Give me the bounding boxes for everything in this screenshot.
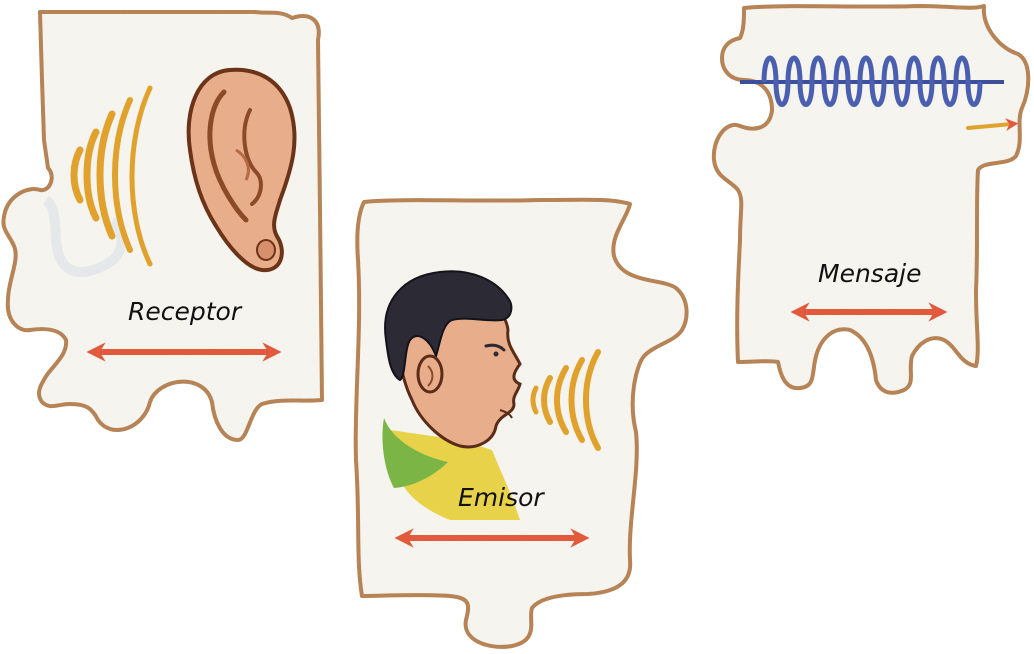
receptor-label: Receptor: [128, 297, 243, 326]
receptor-piece: Receptor: [3, 12, 322, 440]
emisor-label: Emisor: [458, 483, 545, 512]
emisor-piece: Emisor: [356, 200, 687, 647]
mensaje-piece: Mensaje: [714, 6, 1028, 393]
mensaje-label: Mensaje: [818, 259, 921, 288]
emisor-card: [356, 200, 687, 647]
